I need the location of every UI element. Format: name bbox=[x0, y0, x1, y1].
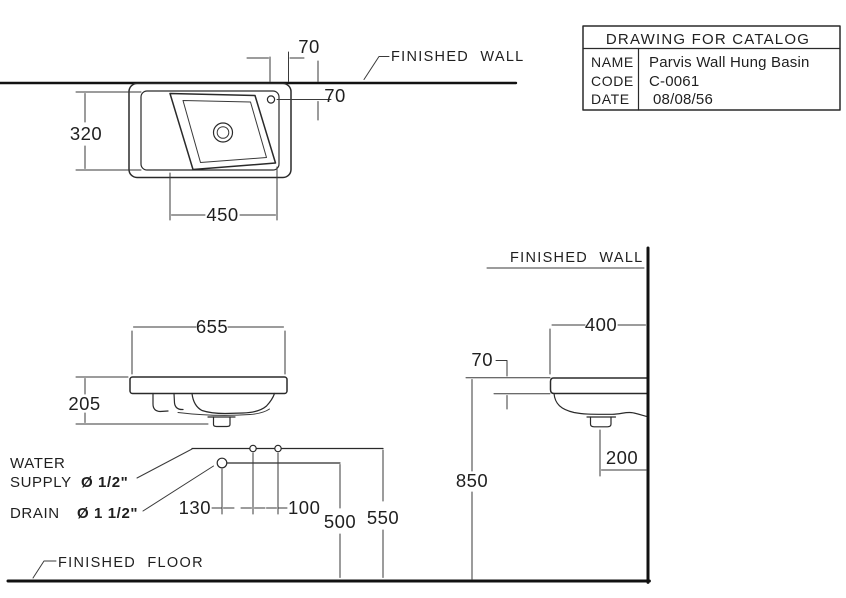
faucet-hole bbox=[266, 95, 276, 104]
title-block-title: DRAWING FOR CATALOG bbox=[606, 31, 810, 48]
dim-label: 70 bbox=[298, 36, 320, 57]
dim-drain-height: 500 bbox=[324, 464, 356, 578]
dim-bracket bbox=[495, 360, 508, 364]
drain-point bbox=[216, 457, 228, 469]
dim-label: 205 bbox=[68, 393, 100, 414]
mount-tab-mid bbox=[173, 392, 184, 411]
finished-floor-callout: FINISHED FLOOR bbox=[32, 555, 204, 579]
dim-front-height: 205 bbox=[68, 376, 209, 425]
side-view: FINISHED WALL 400 70 850 bbox=[6, 246, 651, 584]
row-date-label: DATE bbox=[591, 91, 630, 107]
bowl-lip-front bbox=[177, 408, 270, 416]
dim-side-depth: 400 bbox=[549, 314, 646, 375]
supply-point-left bbox=[249, 444, 257, 453]
dim-label: 450 bbox=[206, 204, 238, 225]
finished-wall-label: FINISHED WALL bbox=[510, 250, 644, 266]
dim-plan-depth: 320 bbox=[70, 91, 142, 171]
title-block-border bbox=[582, 25, 841, 111]
leader-line bbox=[32, 560, 57, 579]
dim-label: 70 bbox=[324, 85, 346, 106]
basin-ledge-plan bbox=[140, 90, 280, 171]
plan-view: 70 70 320 450 FINISHED WALL bbox=[0, 36, 525, 225]
title-block: DRAWING FOR CATALOG NAME Parvis Wall Hun… bbox=[582, 25, 841, 111]
bowl-profile-side bbox=[553, 392, 649, 418]
water-supply-label-line1: WATER bbox=[10, 455, 66, 472]
dim-supply-spacing: 100 bbox=[254, 497, 320, 518]
dim-drain-to-supply: 130 bbox=[179, 497, 252, 518]
dim-side-drain-to-wall: 200 bbox=[599, 429, 647, 477]
water-supply-size-label: Ø 1/2" bbox=[81, 474, 128, 491]
mount-tab-left bbox=[152, 392, 169, 413]
dim-label: 655 bbox=[196, 316, 228, 337]
finished-wall-callout-top: FINISHED WALL bbox=[363, 49, 525, 80]
drain-size-label: Ø 1 1/2" bbox=[77, 505, 138, 522]
water-supply-label-line2: SUPPLY bbox=[10, 474, 72, 491]
rough-in-detail: WATER SUPPLY Ø 1/2" DRAIN Ø 1 1/2" 130 1… bbox=[10, 444, 399, 579]
dim-supply-height: 550 bbox=[367, 449, 399, 578]
bowl-inner-plan bbox=[182, 100, 267, 163]
drain-hole-outer bbox=[212, 122, 234, 143]
dim-label: 400 bbox=[585, 314, 617, 335]
dim-label: 550 bbox=[367, 507, 399, 528]
row-name-value: Parvis Wall Hung Basin bbox=[649, 54, 810, 71]
basin-rim-front bbox=[129, 376, 288, 395]
drain-leader bbox=[142, 465, 214, 512]
dim-plan-bowl-width: 450 bbox=[169, 166, 278, 225]
row-name-label: NAME bbox=[591, 54, 634, 70]
supply-point-right bbox=[274, 444, 282, 453]
dim-label: 200 bbox=[606, 447, 638, 468]
row-code-label: CODE bbox=[591, 73, 634, 89]
basin-rim-side bbox=[549, 377, 649, 395]
dim-side-rim-thickness: 70 bbox=[465, 349, 551, 410]
water-supply-leader bbox=[136, 448, 193, 479]
drain-hole-inner bbox=[216, 126, 230, 139]
finished-wall-callout-side: FINISHED WALL bbox=[486, 250, 645, 269]
dim-label: 500 bbox=[324, 511, 356, 532]
dim-label: 100 bbox=[288, 497, 320, 518]
dim-front-width: 655 bbox=[131, 316, 286, 375]
dim-plan-wall-to-hole: 70 bbox=[276, 60, 346, 121]
dim-label: 130 bbox=[179, 497, 211, 518]
dim-label: 320 bbox=[70, 123, 102, 144]
finished-floor-label: FINISHED FLOOR bbox=[58, 555, 204, 571]
front-view: 655 205 bbox=[68, 316, 288, 428]
dim-label: 70 bbox=[471, 349, 493, 370]
finished-wall-label: FINISHED WALL bbox=[391, 49, 525, 65]
dim-label: 850 bbox=[456, 470, 488, 491]
row-code-value: C-0061 bbox=[649, 73, 699, 90]
bowl-profile-front bbox=[191, 392, 276, 415]
dim-plan-hole-to-edge: 70 bbox=[246, 36, 320, 82]
drain-stub-front bbox=[212, 416, 231, 428]
drain-label: DRAIN bbox=[10, 505, 60, 522]
drain-stub-side bbox=[589, 416, 612, 428]
row-date-value: 08/08/56 bbox=[653, 91, 713, 108]
dim-side-mount-height: 850 bbox=[456, 379, 488, 580]
leader-line bbox=[363, 56, 390, 80]
